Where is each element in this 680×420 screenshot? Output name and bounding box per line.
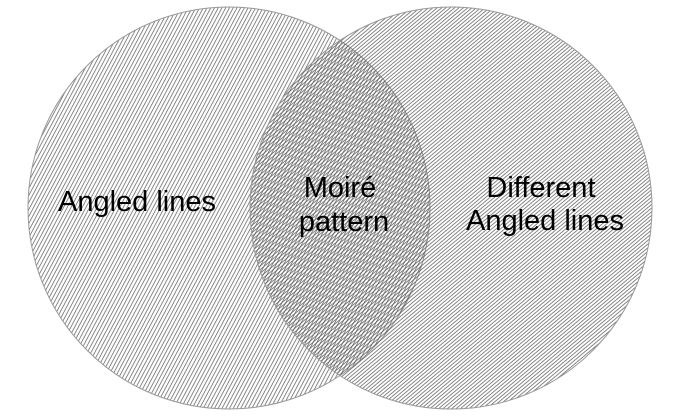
right-circle-label-line1: Different bbox=[486, 172, 595, 204]
right-circle-label-line2: Angled lines bbox=[466, 205, 624, 237]
right-circle-label: Different Angled lines bbox=[466, 172, 624, 237]
overlap-label-line1: Moiré bbox=[304, 172, 377, 204]
overlap-label: Moiré pattern bbox=[299, 172, 389, 238]
overlap-label-line2: pattern bbox=[299, 206, 389, 238]
right-circle bbox=[249, 6, 653, 410]
left-circle-label: Angled lines bbox=[58, 186, 216, 218]
